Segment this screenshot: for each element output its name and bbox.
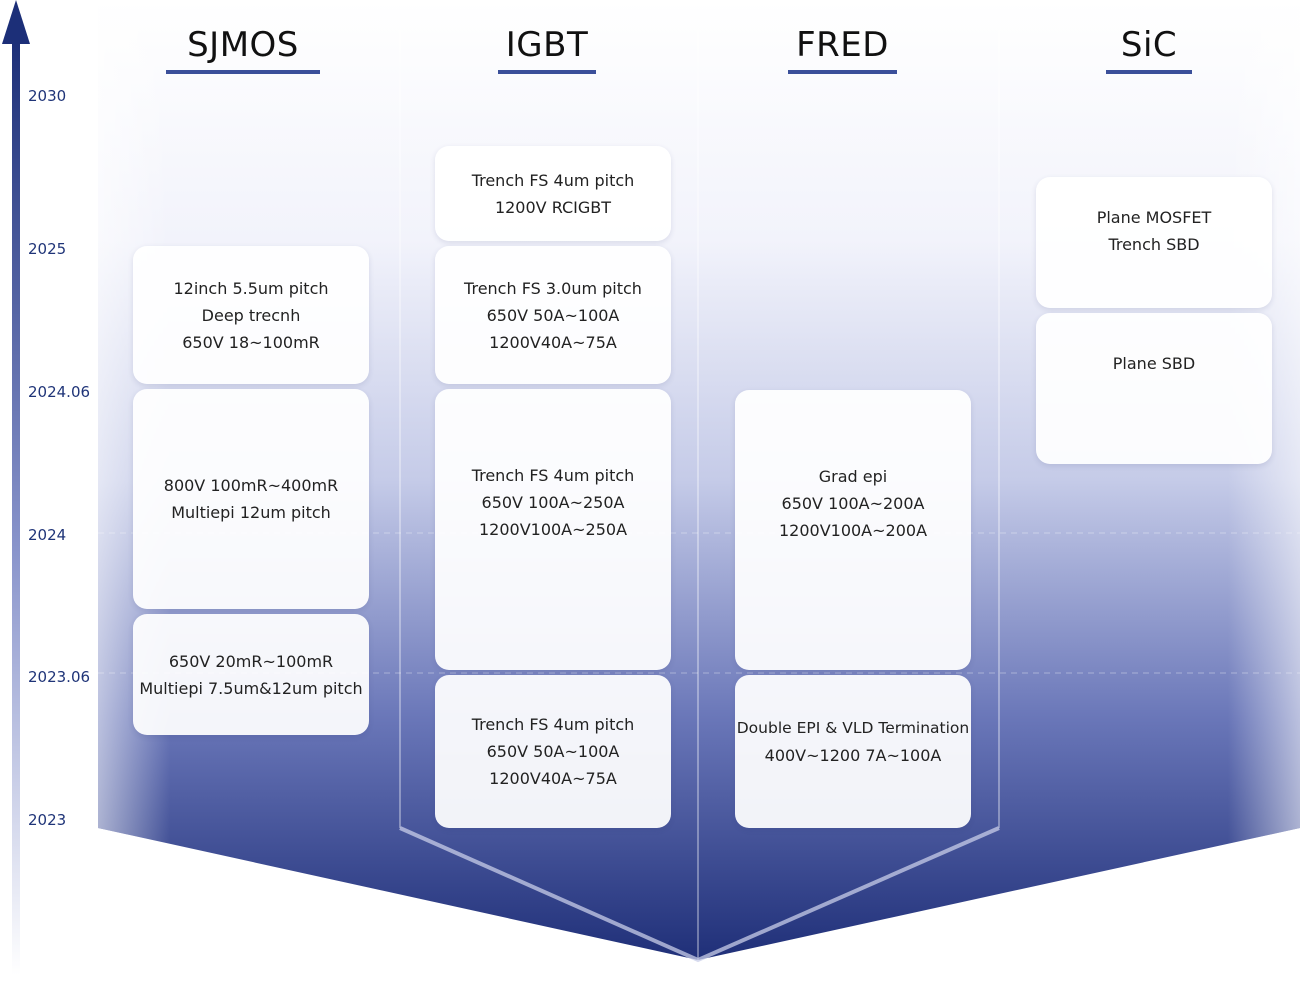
card-line: 12inch 5.5um pitch bbox=[173, 278, 329, 298]
card-line: Trench FS 4um pitch bbox=[471, 170, 635, 190]
year-label-2023: 2023 bbox=[28, 811, 67, 829]
card-fred-1: Grad epi 650V 100A~200A 1200V100A~200A bbox=[735, 390, 971, 670]
column-title-igbt: IGBT bbox=[498, 22, 596, 74]
year-label-2024: 2024 bbox=[28, 526, 67, 544]
column-title-underline bbox=[498, 70, 596, 74]
year-label-2024-06: 2024.06 bbox=[28, 383, 91, 401]
column-title-igbt-text: IGBT bbox=[505, 25, 589, 65]
card-line: 1200V40A~75A bbox=[489, 769, 617, 788]
card-line: Deep trecnh bbox=[201, 305, 301, 325]
year-label-2025: 2025 bbox=[28, 240, 67, 258]
card-line: Multiepi 7.5um&12um pitch bbox=[139, 678, 363, 698]
timeline-arrow-head-icon bbox=[2, 0, 30, 44]
card-line: 650V 100A~200A bbox=[781, 493, 925, 513]
column-title-sjmos-text: SJMOS bbox=[187, 25, 299, 65]
card-sic-2: Plane SBD bbox=[1036, 313, 1272, 464]
card-line: 650V 18~100mR bbox=[182, 332, 320, 352]
card-line: 800V 100mR~400mR bbox=[163, 476, 339, 495]
column-title-fred-text: FRED bbox=[796, 25, 889, 65]
card-line: 650V 20mR~100mR bbox=[168, 651, 334, 671]
chevron-outline bbox=[399, 826, 1000, 963]
column-title-fred: FRED bbox=[788, 22, 897, 74]
card-line: Trench FS 4um pitch bbox=[471, 466, 635, 485]
card-line: Trench SBD bbox=[1108, 234, 1200, 254]
card-line: 1200V RCIGBT bbox=[494, 197, 612, 217]
timeline-arrow-shaft bbox=[12, 40, 20, 975]
card-igbt-4: Trench FS 4um pitch 650V 50A~100A 1200V4… bbox=[435, 675, 671, 828]
card-line: 1200V40A~75A bbox=[489, 332, 617, 352]
year-label-2030: 2030 bbox=[28, 87, 67, 105]
column-title-underline bbox=[1106, 70, 1192, 74]
card-line: Double EPI & VLD Termination bbox=[736, 718, 970, 737]
card-igbt-3: Trench FS 4um pitch 650V 100A~250A 1200V… bbox=[435, 389, 671, 670]
card-line: 400V~1200 7A~100A bbox=[764, 745, 942, 765]
card-line: 650V 100A~250A bbox=[481, 493, 625, 512]
card-sjmos-3: 650V 20mR~100mR Multiepi 7.5um&12um pitc… bbox=[133, 614, 369, 735]
card-fred-2: Double EPI & VLD Termination 400V~1200 7… bbox=[735, 675, 971, 828]
column-title-sic-text: SiC bbox=[1120, 25, 1178, 65]
column-title-underline bbox=[166, 70, 320, 74]
card-line: 1200V100A~250A bbox=[478, 520, 628, 539]
card-igbt-2: Trench FS 3.0um pitch 650V 50A~100A 1200… bbox=[435, 246, 671, 384]
column-title-underline bbox=[788, 70, 897, 74]
card-line: Grad epi bbox=[818, 466, 888, 486]
card-line: 650V 50A~100A bbox=[486, 305, 620, 325]
card-line: 1200V100A~200A bbox=[778, 520, 928, 540]
year-label-2023-06: 2023.06 bbox=[28, 668, 91, 686]
card-line: Plane SBD bbox=[1112, 354, 1196, 373]
side-fade-overlay bbox=[98, 0, 1300, 960]
card-sjmos-2: 800V 100mR~400mR Multiepi 12um pitch bbox=[133, 389, 369, 609]
card-line: Trench FS 4um pitch bbox=[471, 715, 635, 734]
card-line: 650V 50A~100A bbox=[486, 742, 620, 761]
card-line: Trench FS 3.0um pitch bbox=[464, 278, 642, 298]
column-title-sic: SiC bbox=[1106, 22, 1192, 74]
card-sic-1: Plane MOSFET Trench SBD bbox=[1036, 177, 1272, 308]
card-line: Multiepi 12um pitch bbox=[171, 503, 331, 522]
card-sjmos-1: 12inch 5.5um pitch Deep trecnh 650V 18~1… bbox=[133, 246, 369, 384]
card-igbt-1: Trench FS 4um pitch 1200V RCIGBT bbox=[435, 146, 671, 241]
card-line: Plane MOSFET bbox=[1096, 207, 1212, 227]
column-title-sjmos: SJMOS bbox=[166, 22, 320, 74]
